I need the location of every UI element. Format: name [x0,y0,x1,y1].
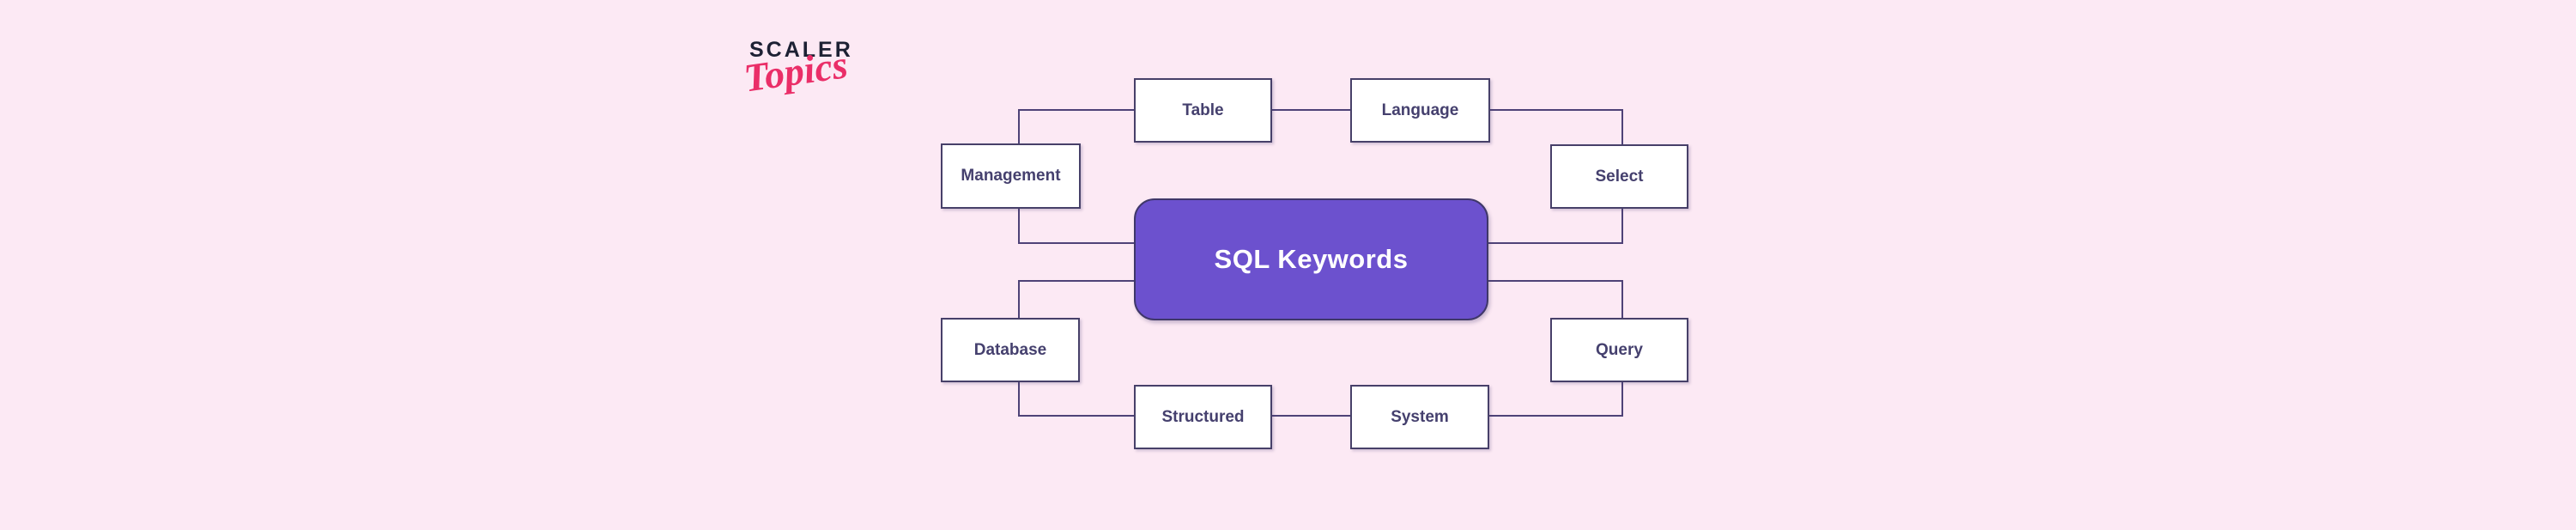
node-table: Table [1134,78,1272,143]
connector-management-center [1018,242,1134,244]
node-database: Database [941,318,1080,382]
node-label: Query [1596,340,1643,359]
logo-wordmark-scaler: SCALER [749,38,853,62]
node-management: Management [941,143,1081,209]
node-system: System [1350,385,1489,449]
connector-management-up [1018,109,1020,143]
connector-database-down [1018,382,1020,417]
node-label: Management [961,167,1061,185]
connector-system-query [1489,415,1623,417]
node-label: Language [1381,101,1459,119]
connector-select-up [1621,109,1623,144]
node-structured: Structured [1134,385,1272,449]
connector-management-down [1018,209,1020,244]
node-label: Structured [1161,407,1245,426]
connector-select-center [1488,242,1623,244]
connector-select-down [1621,209,1623,244]
connector-query-up [1621,280,1623,318]
node-select: Select [1550,144,1688,209]
connector-query-down [1621,382,1623,417]
connector-database-structured [1018,415,1134,417]
node-label: Database [973,340,1047,359]
node-label: Select [1595,167,1644,186]
connector-center-query [1488,280,1623,282]
node-label: Table [1182,101,1224,119]
connector-database-up [1018,280,1020,318]
connector-structured-system [1272,415,1350,417]
center-node-label: SQL Keywords [1214,244,1409,274]
node-language: Language [1350,78,1490,143]
scaler-topics-logo: SCALER Topics [740,38,860,101]
connector-center-database [1018,280,1134,282]
node-query: Query [1550,318,1688,382]
connector-management-table [1018,109,1134,111]
connector-language-select [1490,109,1623,111]
node-sql-keywords: SQL Keywords [1134,198,1488,320]
connector-table-language [1272,109,1350,111]
node-label: System [1391,407,1449,426]
